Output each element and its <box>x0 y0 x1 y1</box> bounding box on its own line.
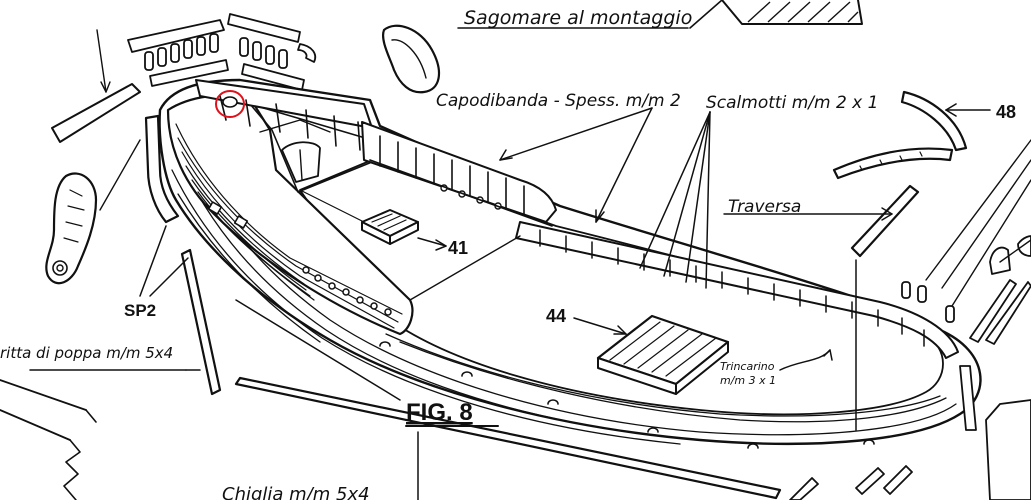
leader-lines <box>29 27 857 500</box>
label-trincarino-size: m/m 3 x 1 <box>720 374 776 387</box>
curved-part-48 <box>832 90 991 180</box>
traversa-bar <box>723 184 920 258</box>
stern-balusters <box>127 13 317 91</box>
label-trincarino: Trincarino <box>720 360 775 373</box>
label-dritta-di-poppa: ritta di poppa m/m 5x4 <box>0 344 173 362</box>
stern-post-left <box>144 114 180 224</box>
sternpost-bar <box>180 248 222 396</box>
label-chiglia: Chiglia m/m 5x4 <box>222 484 370 500</box>
right-small-parts <box>789 139 1031 500</box>
sheet-bottom-left <box>0 379 97 500</box>
deck-hole <box>222 96 238 108</box>
leader-arrowheads <box>435 149 833 361</box>
rail-piece-left <box>51 29 141 143</box>
hatch-41 <box>361 209 419 245</box>
label-scalmotti: Scalmotti m/m 2 x 1 <box>706 93 878 113</box>
label-sagomare: Sagomare al montaggio <box>464 7 692 29</box>
label-capodibanda: Capodibanda - Spess. m/m 2 <box>436 91 681 111</box>
label-sp2: SP2 <box>124 301 156 320</box>
scroll-ornament-left <box>45 139 141 285</box>
keel-bar <box>234 376 782 500</box>
red-highlight-marker <box>215 90 245 118</box>
label-41: 41 <box>448 238 468 258</box>
hatched-part-top <box>689 0 863 29</box>
hatch-44 <box>596 314 730 395</box>
label-48: 48 <box>996 102 1016 122</box>
figure-label: FIG. 8 <box>406 399 473 426</box>
stern-bracket-top <box>382 24 441 94</box>
label-44: 44 <box>546 306 566 326</box>
ship-hull <box>158 78 982 449</box>
label-traversa: Traversa <box>728 197 801 217</box>
